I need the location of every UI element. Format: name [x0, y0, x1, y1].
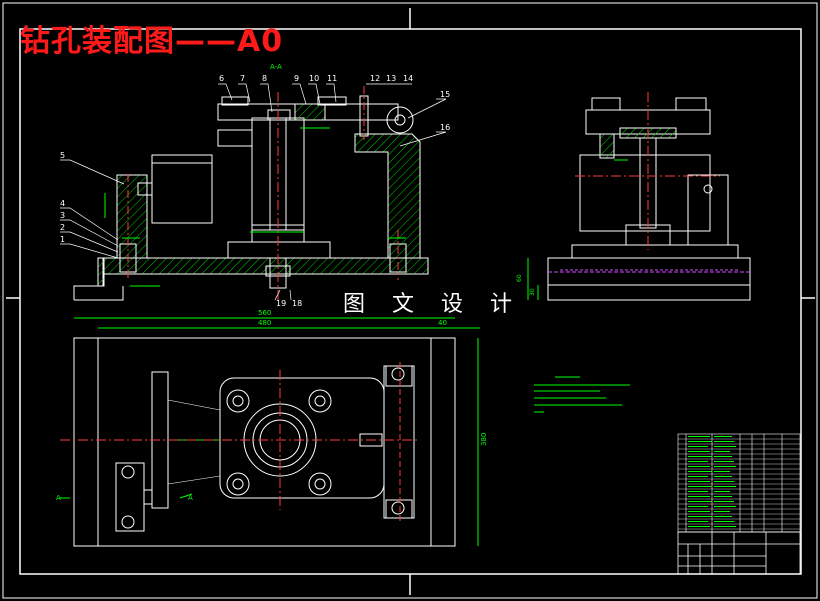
part-label-9: 9 [294, 74, 299, 83]
part-label-6: 6 [219, 74, 224, 83]
part-label-3: 3 [60, 211, 65, 220]
part-label-19: 19 [276, 299, 286, 308]
front-section-view [73, 95, 429, 301]
part-label-10: 10 [309, 74, 319, 83]
part-label-14: 14 [403, 74, 413, 83]
part-label-5: 5 [60, 151, 65, 160]
part-label-16: 16 [440, 123, 450, 132]
part-label-2: 2 [60, 223, 65, 232]
part-label-18: 18 [292, 299, 302, 308]
dim-inner-width: 480 [258, 319, 271, 327]
part-label-4: 4 [60, 199, 65, 208]
dim-height-right: 380 [480, 433, 488, 446]
side-view-annotations [527, 92, 740, 300]
part-number-labels: 6 7 8 9 10 11 12 13 14 15 16 5 4 3 2 1 1… [60, 63, 450, 308]
dim-side-height-2: 30 [529, 288, 536, 296]
part-label-13: 13 [386, 74, 396, 83]
dim-overall-width: 560 [258, 309, 271, 317]
part-label-7: 7 [240, 74, 245, 83]
dim-right-offset: 40 [438, 319, 447, 327]
drawing-title: 钻孔装配图——A0 [20, 24, 284, 59]
dim-side-height-1: 60 [516, 274, 523, 282]
view-arrow-left: A [56, 494, 61, 502]
title-block [677, 531, 801, 575]
part-leader-lines [60, 83, 447, 301]
part-label-8: 8 [262, 74, 267, 83]
parts-list-rows [678, 438, 800, 530]
part-label-12: 12 [370, 74, 380, 83]
technical-notes [534, 376, 630, 413]
parts-list-table [677, 433, 801, 533]
part-label-11: 11 [327, 74, 337, 83]
section-label: A-A [270, 63, 282, 71]
part-label-1: 1 [60, 235, 65, 244]
top-view [73, 337, 456, 547]
parts-list-text [688, 436, 736, 527]
centering-marks [6, 8, 815, 595]
part-label-15: 15 [440, 90, 450, 99]
view-arrow-right: A [188, 494, 193, 502]
front-view-annotations [104, 86, 406, 300]
top-view-annotations [60, 317, 480, 546]
side-view [547, 97, 751, 301]
watermark-text: 图 文 设 计 [343, 292, 522, 317]
